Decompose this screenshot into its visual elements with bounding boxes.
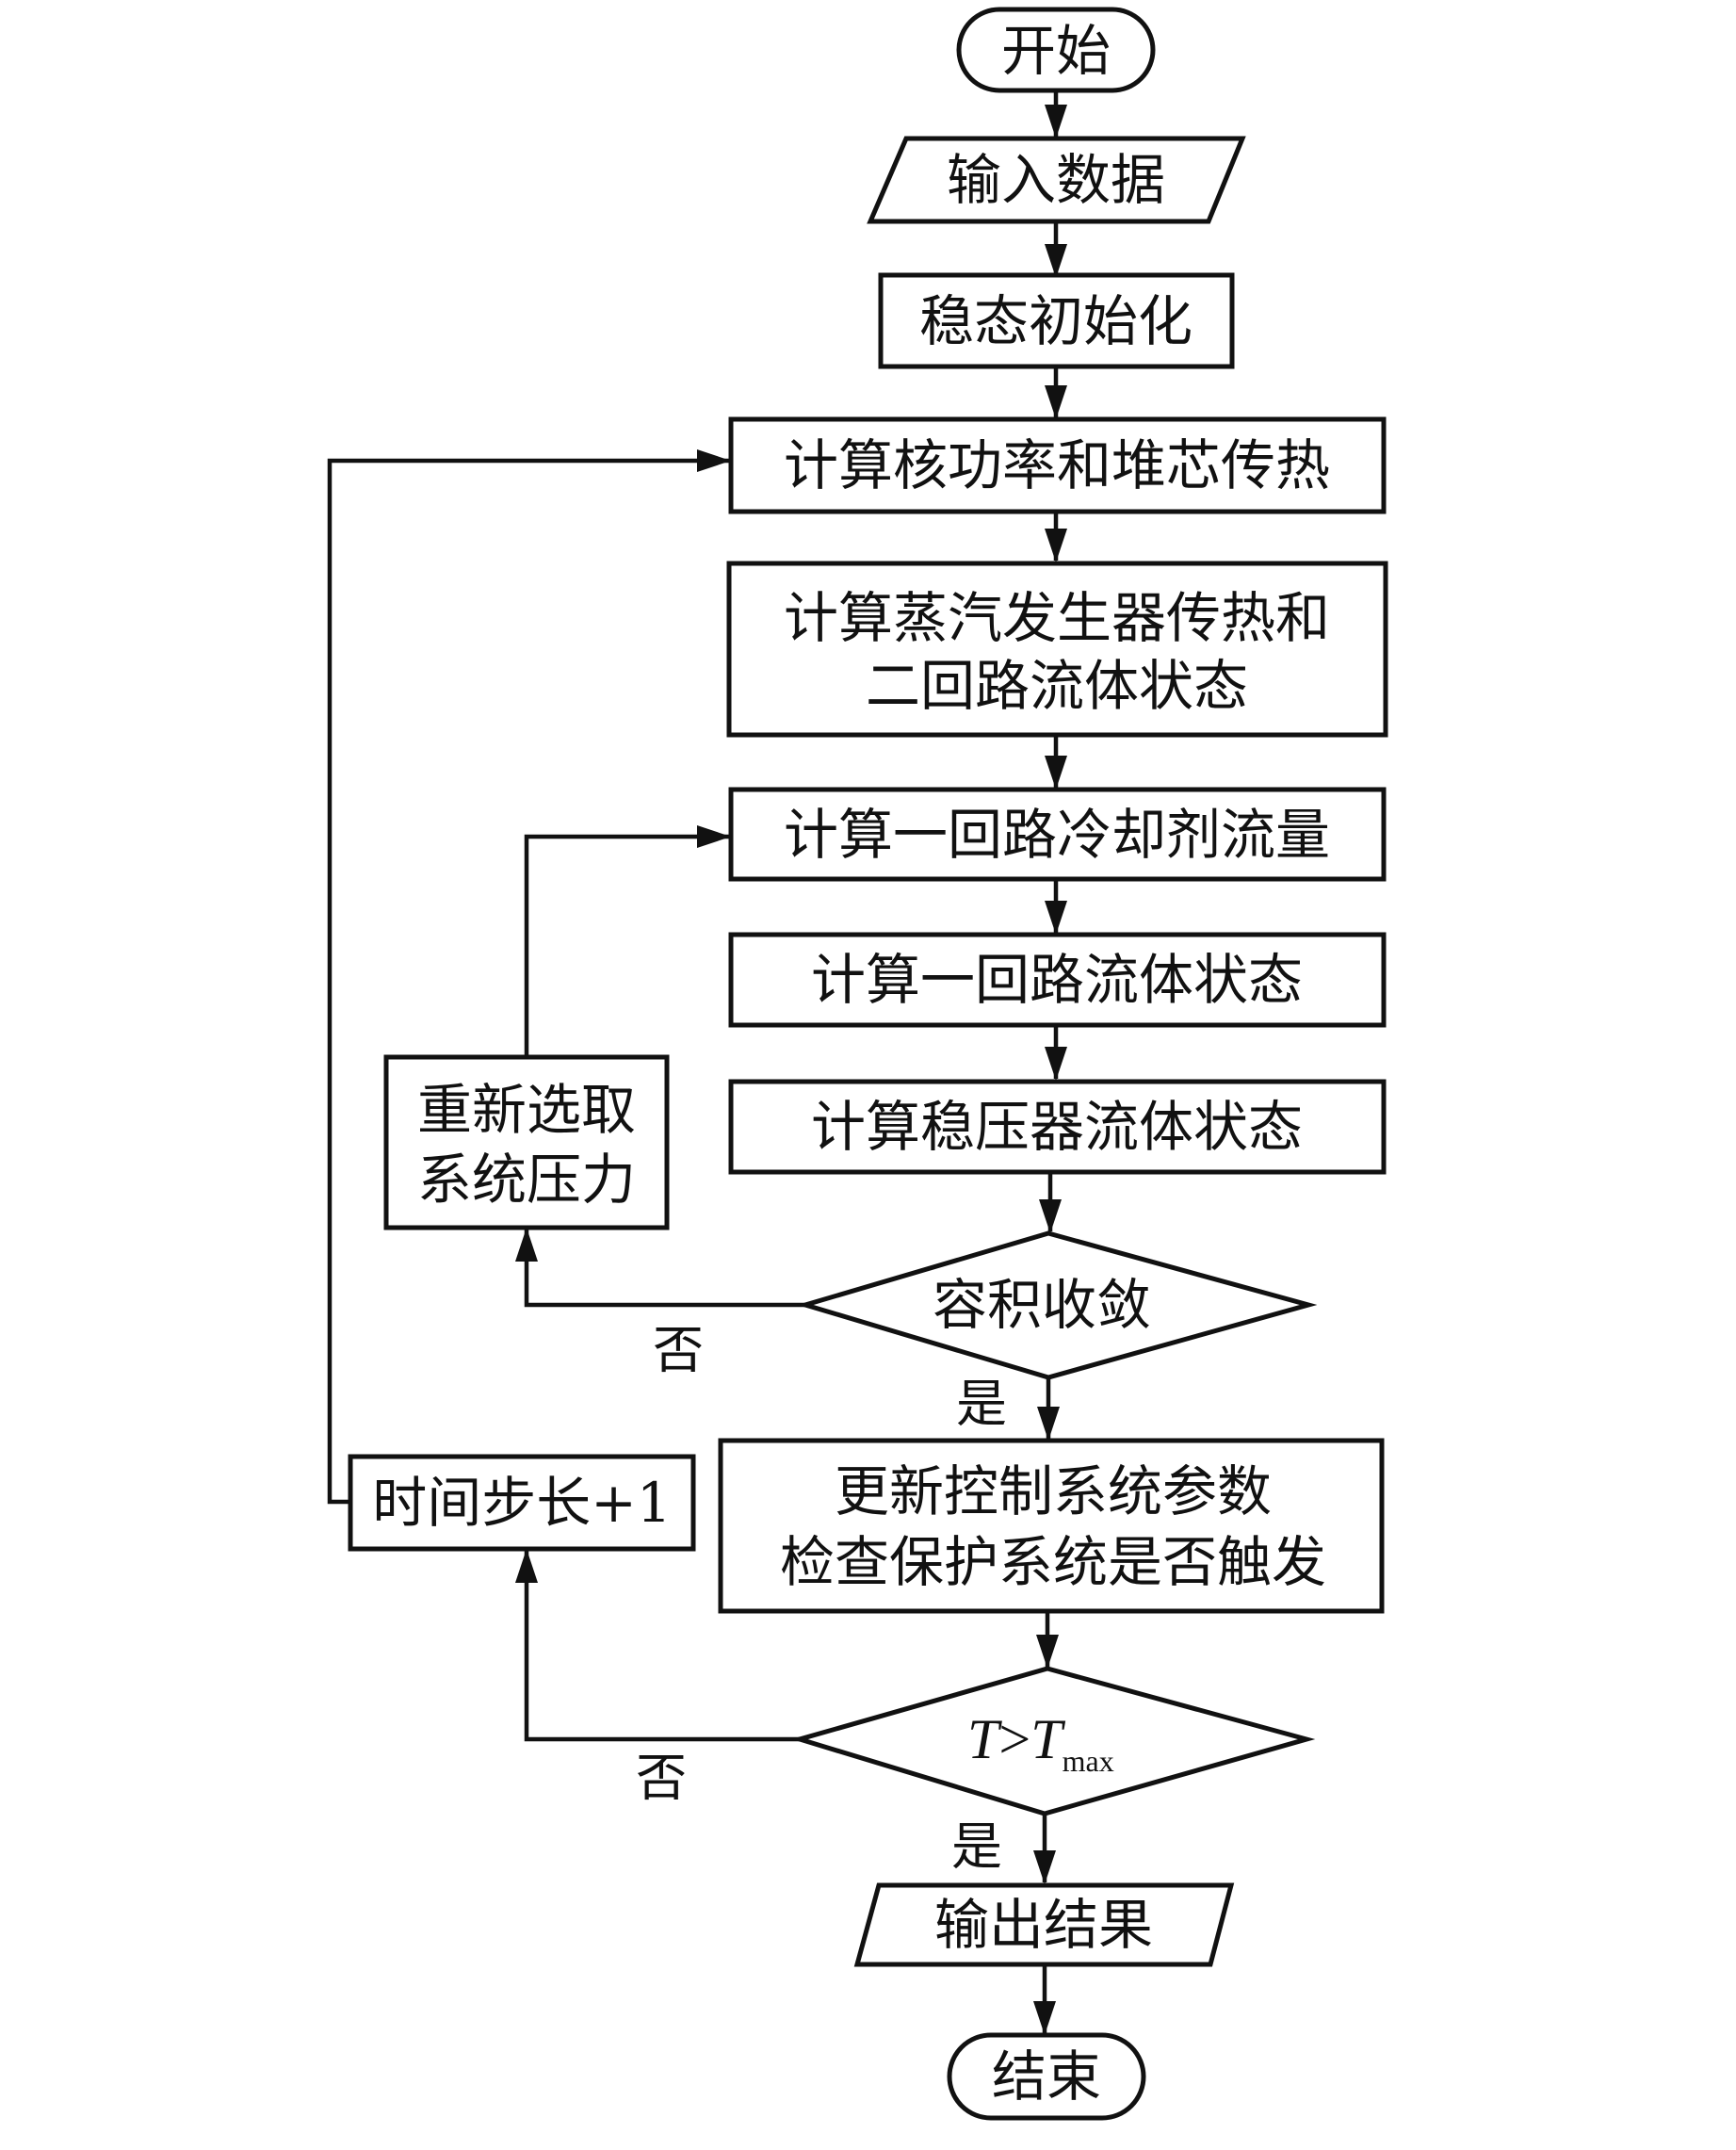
input-label: 输入数据	[947, 148, 1165, 212]
node-reselect-pressure: 重新选取 系统压力	[383, 1054, 670, 1230]
arrow-reselect-to-coolant	[524, 825, 731, 1057]
node-coolant-flow: 计算一回路冷却剂流量	[728, 787, 1387, 882]
volume-converge-label: 容积收敛	[933, 1273, 1151, 1337]
time-op: >	[998, 1708, 1030, 1770]
update-label-line1: 更新控制系统参数	[835, 1459, 1272, 1523]
pressurizer-state-box	[728, 1079, 1387, 1175]
sg-box	[726, 561, 1388, 738]
reselect-label-line2: 系统压力	[417, 1148, 636, 1212]
output-label: 输出结果	[934, 1893, 1153, 1957]
coolant-flow-label: 计算一回路冷却剂流量	[784, 803, 1330, 867]
volume-converge-diamond	[797, 1230, 1318, 1380]
coolant-flow-box	[728, 787, 1387, 882]
output-parallelogram	[853, 1882, 1235, 1967]
edge-label-time-no: 否	[636, 1749, 687, 1808]
primary-state-label: 计算一回路流体状态	[811, 948, 1303, 1012]
start-label: 开始	[1001, 19, 1111, 83]
node-update-control: 更新控制系统参数 检查保护系统是否触发	[718, 1438, 1385, 1614]
time-limit: T	[1030, 1708, 1065, 1770]
time-limit-sub: max	[1063, 1744, 1114, 1778]
sg-label-line2: 二回路流体状态	[866, 654, 1248, 718]
sg-label-line1: 计算蒸汽发生器传热和	[784, 586, 1330, 650]
time-check-label: T>Tmax	[967, 1708, 1114, 1778]
core-label: 计算核功率和堆芯传热	[784, 433, 1330, 497]
node-steam-generator: 计算蒸汽发生器传热和 二回路流体状态	[726, 561, 1388, 738]
time-step-label: 时间步长+1	[372, 1471, 672, 1535]
update-control-box	[718, 1438, 1385, 1614]
time-step-box	[348, 1454, 696, 1552]
node-output: 输出结果	[853, 1882, 1235, 1967]
init-label: 稳态初始化	[919, 289, 1192, 353]
node-start: 开始	[956, 7, 1156, 93]
input-parallelogram	[867, 136, 1246, 224]
reselect-pressure-box	[383, 1054, 670, 1230]
primary-state-box	[728, 932, 1387, 1028]
node-core: 计算核功率和堆芯传热	[728, 416, 1387, 514]
reselect-label-line1: 重新选取	[417, 1078, 636, 1142]
edge-label-time-yes: 是	[951, 1817, 1002, 1877]
arrow-converge-no-to-reselect	[515, 1228, 805, 1308]
arrow-time-no-to-timestep	[515, 1549, 800, 1742]
node-input: 输入数据	[867, 136, 1246, 224]
node-time-check: T>Tmax	[791, 1666, 1316, 1816]
end-terminator	[947, 2032, 1146, 2121]
node-end: 结束	[947, 2032, 1146, 2121]
end-label: 结束	[992, 2044, 1101, 2109]
edge-label-converge-yes: 是	[956, 1375, 1007, 1434]
node-init: 稳态初始化	[878, 272, 1235, 369]
time-var: T	[967, 1708, 1002, 1770]
node-primary-state: 计算一回路流体状态	[728, 932, 1387, 1028]
node-time-step: 时间步长+1	[348, 1454, 696, 1552]
init-box	[878, 272, 1235, 369]
node-volume-converge: 容积收敛	[797, 1230, 1318, 1380]
node-pressurizer-state: 计算稳压器流体状态	[728, 1079, 1387, 1175]
arrow-timestep-to-core	[327, 449, 731, 1505]
start-terminator	[956, 7, 1156, 93]
edge-label-converge-no: 否	[653, 1321, 704, 1380]
core-box	[728, 416, 1387, 514]
pressurizer-state-label: 计算稳压器流体状态	[811, 1095, 1303, 1159]
connectors	[327, 91, 1067, 2035]
update-label-line2: 检查保护系统是否触发	[780, 1530, 1326, 1594]
time-check-diamond	[791, 1666, 1316, 1816]
